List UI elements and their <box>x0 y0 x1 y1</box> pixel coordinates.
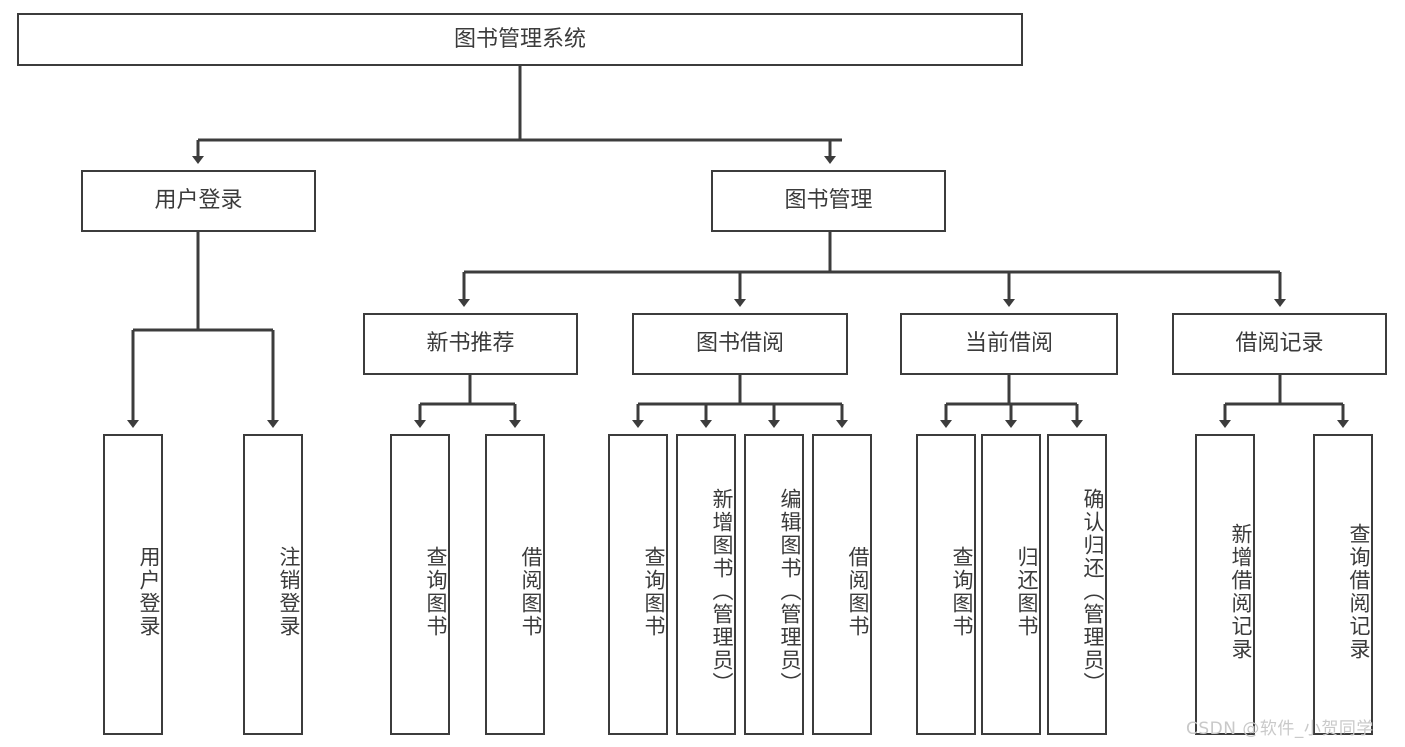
leaf-add-borrow-record[interactable]: 新增借阅记录 <box>1195 434 1255 735</box>
node-label: 编辑图书（管理员） <box>778 488 802 695</box>
node-new-book-recommend[interactable]: 新书推荐 <box>363 313 578 375</box>
node-label: 图书管理 <box>784 188 873 214</box>
node-label: 借阅记录 <box>1235 331 1324 357</box>
node-label: 图书管理系统 <box>453 26 586 52</box>
node-label: 图书借阅 <box>695 331 784 357</box>
node-label: 新增借阅记录 <box>1229 522 1253 661</box>
leaf-borrow-book-recommend[interactable]: 借阅图书 <box>485 434 545 735</box>
leaf-query-book-borrow[interactable]: 查询图书 <box>608 434 668 735</box>
node-label: 借阅图书 <box>519 545 543 638</box>
node-book-management[interactable]: 图书管理 <box>711 170 946 232</box>
node-book-borrow[interactable]: 图书借阅 <box>632 313 848 375</box>
leaf-edit-book-admin[interactable]: 编辑图书（管理员） <box>744 434 804 735</box>
node-label: 查询图书 <box>424 545 448 638</box>
leaf-query-book-current[interactable]: 查询图书 <box>916 434 976 735</box>
node-label: 注销登录 <box>277 545 301 638</box>
node-label: 用户登录 <box>154 188 243 214</box>
node-label: 新书推荐 <box>426 331 515 357</box>
node-label: 用户登录 <box>137 545 161 638</box>
node-label: 查询借阅记录 <box>1347 522 1371 661</box>
leaf-query-borrow-record[interactable]: 查询借阅记录 <box>1313 434 1373 735</box>
node-label: 新增图书（管理员） <box>710 488 734 695</box>
node-label: 查询图书 <box>950 545 974 638</box>
leaf-user-login[interactable]: 用户登录 <box>103 434 163 735</box>
node-root-system[interactable]: 图书管理系统 <box>17 13 1023 66</box>
leaf-query-book-recommend[interactable]: 查询图书 <box>390 434 450 735</box>
leaf-return-book[interactable]: 归还图书 <box>981 434 1041 735</box>
leaf-borrow-book[interactable]: 借阅图书 <box>812 434 872 735</box>
node-user-login[interactable]: 用户登录 <box>81 170 316 232</box>
node-borrow-record[interactable]: 借阅记录 <box>1172 313 1387 375</box>
node-label: 确认归还（管理员） <box>1081 488 1105 695</box>
csdn-watermark: CSDN @软件_小贺同学 <box>1186 719 1374 739</box>
node-label: 当前借阅 <box>964 331 1053 357</box>
node-label: 归还图书 <box>1015 545 1039 638</box>
leaf-confirm-return-admin[interactable]: 确认归还（管理员） <box>1047 434 1107 735</box>
node-current-borrow[interactable]: 当前借阅 <box>900 313 1118 375</box>
node-label: 查询图书 <box>642 545 666 638</box>
node-label: 借阅图书 <box>846 545 870 638</box>
leaf-logout[interactable]: 注销登录 <box>243 434 303 735</box>
leaf-add-book-admin[interactable]: 新增图书（管理员） <box>676 434 736 735</box>
